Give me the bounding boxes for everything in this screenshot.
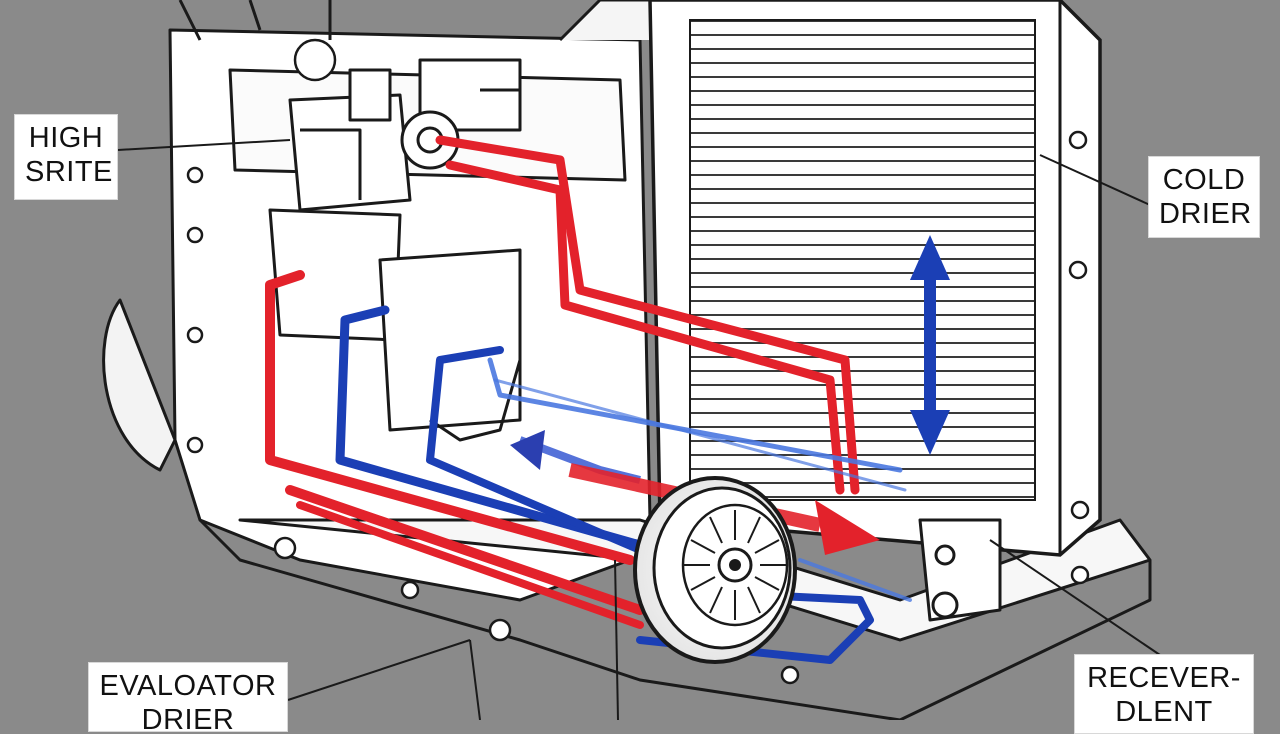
receiver-callout: RECEVER- DLENT	[1074, 654, 1254, 734]
receiver-line1: RECEVER-	[1087, 662, 1241, 694]
cold-drier-line2: DRIER	[1159, 198, 1252, 230]
evaporator-line2: DRIER	[141, 704, 235, 732]
cold-drier-callout: COLD DRIER	[1148, 156, 1260, 238]
evaporator-callout: EVALOATOR DRIER	[88, 662, 288, 732]
evaporator-line1: EVALOATOR	[99, 670, 277, 702]
callout-leaders	[117, 139, 1161, 720]
compressor-blocks	[268, 58, 1002, 622]
high-side-callout: HIGH SRITE	[14, 114, 118, 200]
housing-bolts	[186, 38, 1090, 685]
high-pressure-lines	[265, 135, 860, 629]
high-side-line2: SRITE	[25, 156, 113, 188]
compressor-pulley	[633, 476, 797, 664]
cold-drier-line1: COLD	[1162, 164, 1246, 196]
condenser	[648, 0, 1102, 557]
high-side-line1: HIGH	[28, 122, 104, 154]
receiver-line2: DLENT	[1115, 696, 1213, 728]
vertical-flow-arrow	[910, 235, 950, 455]
